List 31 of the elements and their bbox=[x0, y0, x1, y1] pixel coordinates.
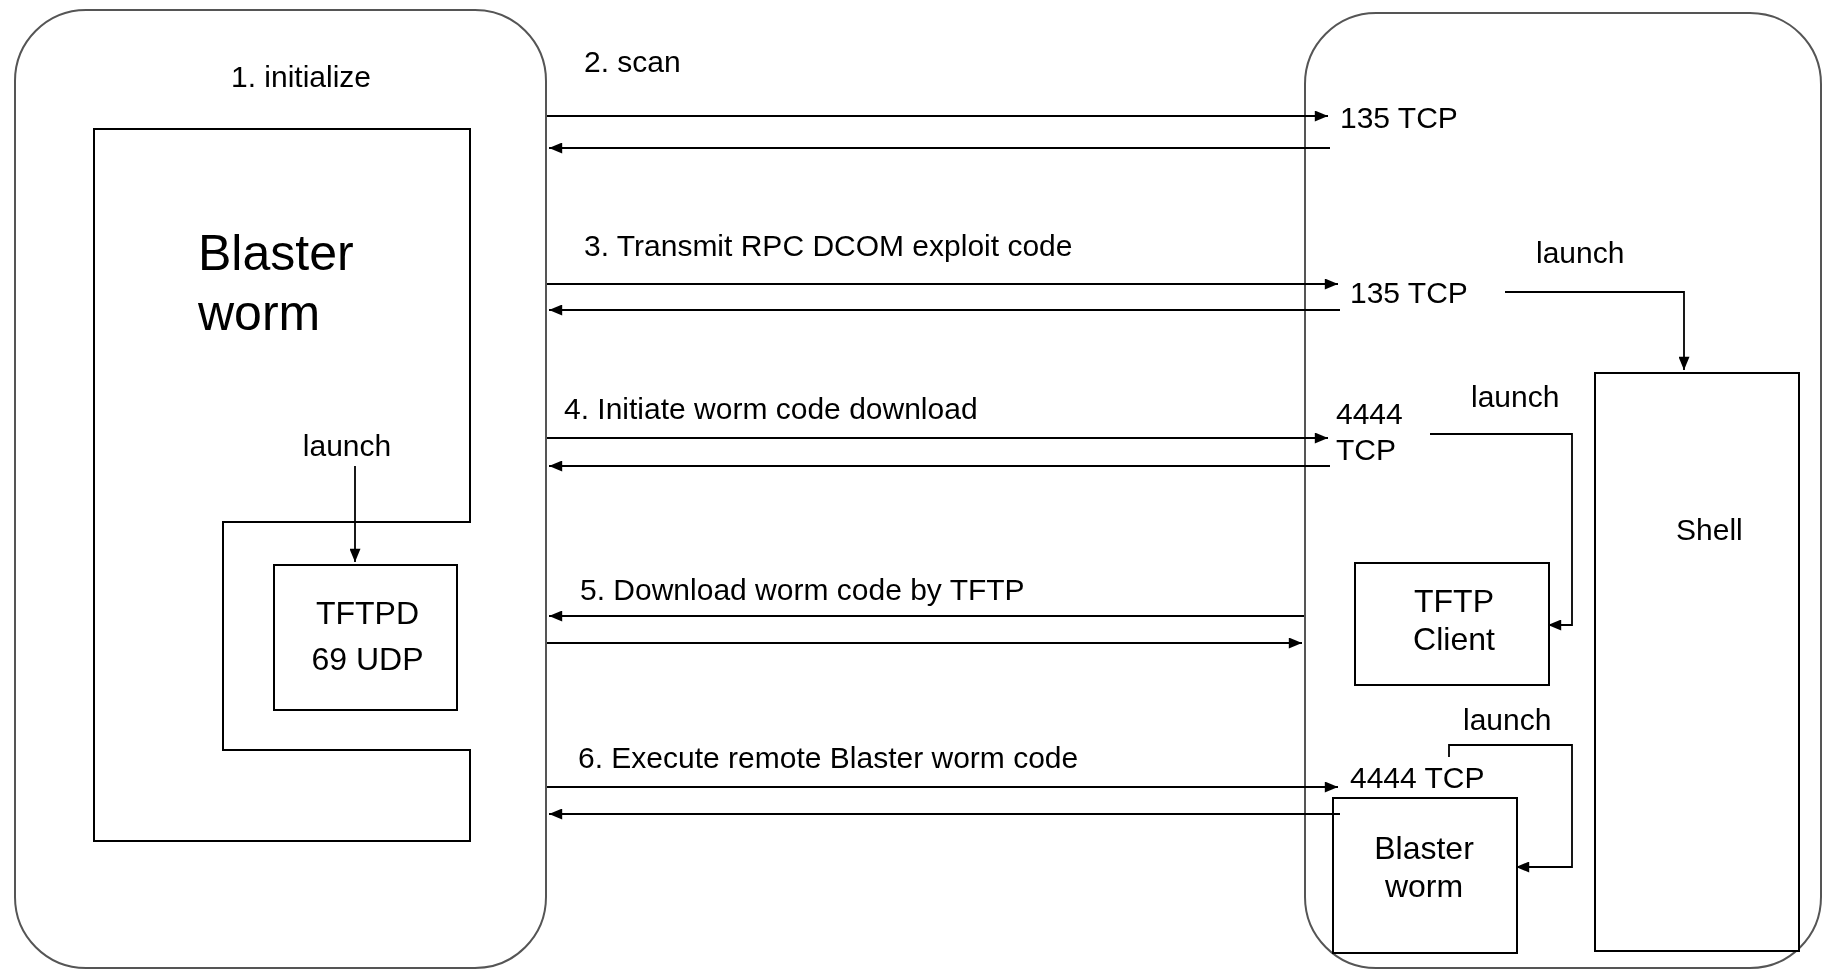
message-arrow bbox=[546, 110, 1329, 122]
message-arrow bbox=[548, 808, 1341, 820]
node-label: 135 TCP bbox=[1350, 275, 1469, 311]
message-arrow bbox=[548, 142, 1331, 154]
launch-arrow bbox=[1448, 744, 1573, 873]
message-arrow bbox=[548, 304, 1341, 316]
host-panel bbox=[14, 9, 547, 969]
message-arrow bbox=[546, 637, 1303, 649]
launch-arrow bbox=[349, 465, 361, 563]
launch-arrow bbox=[1504, 291, 1690, 371]
node-label: 135 TCP bbox=[1340, 100, 1459, 136]
node-label: Blaster worm bbox=[198, 224, 355, 343]
node-label: 1. initialize bbox=[229, 59, 373, 95]
message-arrow bbox=[546, 278, 1339, 290]
node-label: Shell bbox=[1676, 512, 1744, 548]
launch-arrow bbox=[1429, 433, 1573, 631]
node-label: TFTPD 69 UDP bbox=[310, 594, 425, 680]
message-arrow bbox=[546, 432, 1329, 444]
shell-box bbox=[1594, 372, 1800, 952]
client-box bbox=[1354, 562, 1550, 686]
node-label: TFTP Client bbox=[1412, 582, 1496, 659]
program-box bbox=[1332, 797, 1518, 954]
message-arrow bbox=[548, 460, 1331, 472]
host-panel bbox=[1304, 12, 1822, 969]
message-arrow bbox=[548, 610, 1305, 622]
node-label: Blaster worm bbox=[1373, 829, 1475, 906]
node-label: 4444 TCP bbox=[1336, 396, 1404, 468]
node-label: 4444 TCP bbox=[1350, 760, 1486, 796]
service-box bbox=[273, 564, 458, 711]
message-arrow bbox=[546, 781, 1339, 793]
program-block bbox=[93, 128, 471, 842]
